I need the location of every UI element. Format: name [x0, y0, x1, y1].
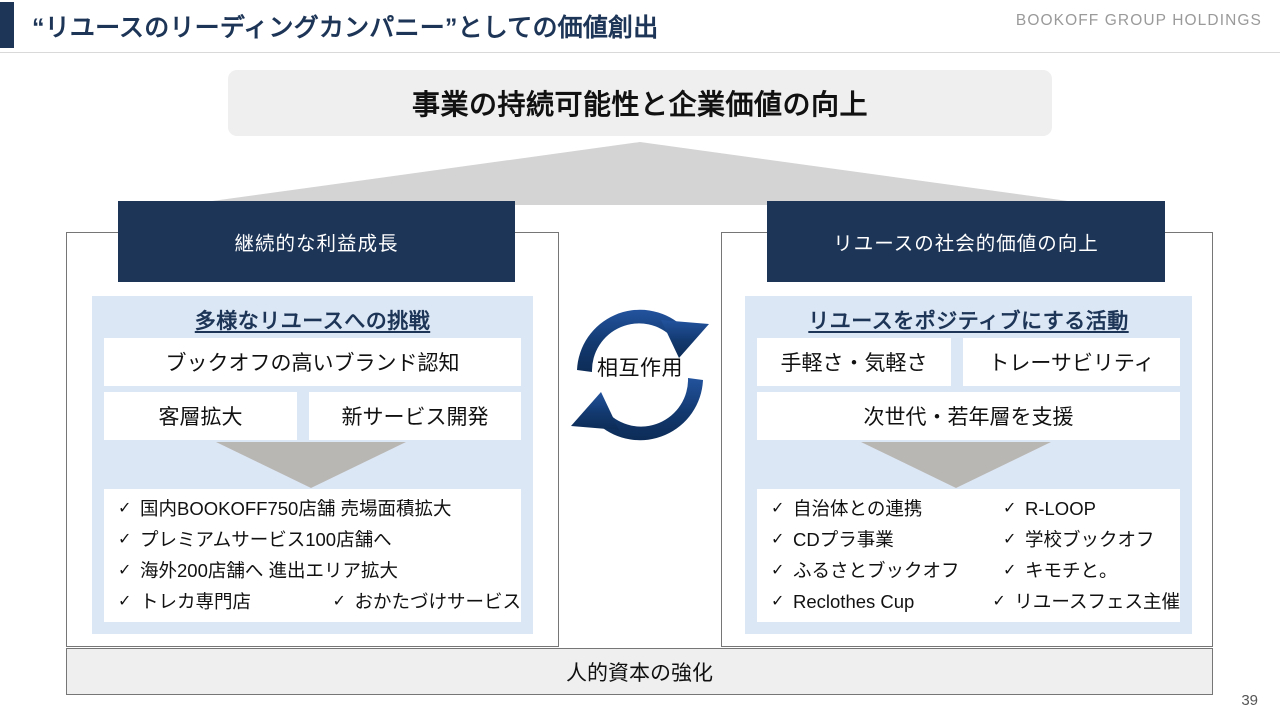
- list-item-col-a: ✓ トレカ専門店: [118, 587, 332, 617]
- check-icon: ✓: [1003, 562, 1017, 580]
- header-divider: [0, 52, 1280, 53]
- right-column-header-label: リユースの社会的価値の向上: [833, 233, 1099, 255]
- right-panel-heading: リユースをポジティブにする活動: [808, 310, 1129, 333]
- top-banner-label: 事業の持続可能性と企業価値の向上: [411, 89, 868, 120]
- check-icon: ✓: [771, 593, 785, 610]
- right-box-next-generation: 次世代・若年層を支援: [757, 392, 1180, 440]
- list-item-col-a: ✓ 自治体との連携: [771, 494, 1003, 524]
- right-bullet-list-box: ✓ 自治体との連携 ✓ R-LOOP ✓ CDプラ事業 ✓ 学校: [757, 489, 1180, 622]
- list-item: ✓ CDプラ事業 ✓ 学校ブックオフ: [771, 525, 1180, 555]
- list-item-label: プレミアムサービス100店舗へ: [140, 529, 392, 551]
- list-item-col-a: ✓ CDプラ事業: [771, 525, 1003, 555]
- page-title: “リユースのリーディングカンパニー”としての価値創出: [32, 14, 659, 42]
- check-icon: ✓: [992, 593, 1006, 610]
- check-icon: ✓: [332, 593, 346, 610]
- left-bullet-list-box: ✓ 国内BOOKOFF750店舗 売場面積拡大 ✓ プレミアムサービス100店舗…: [104, 489, 521, 622]
- left-down-arrow-icon: [216, 442, 406, 488]
- left-bullet-rows: ✓ 国内BOOKOFF750店舗 売場面積拡大 ✓ プレミアムサービス100店舗…: [104, 492, 521, 619]
- list-item-label: ふるさとブックオフ: [793, 560, 960, 581]
- list-item-label: 国内BOOKOFF750店舗 売場面積拡大: [140, 498, 452, 520]
- list-item: ✓ ふるさとブックオフ ✓ キモチと。: [771, 556, 1180, 586]
- right-panel: リユースをポジティブにする活動 手軽さ・気軽さ トレーサビリティ 次世代・若年層…: [745, 296, 1192, 634]
- list-item-col-b: ✓ おかたづけサービス: [332, 587, 521, 617]
- list-item-label: R-LOOP: [1025, 498, 1096, 520]
- list-item-label: 学校ブックオフ: [1025, 529, 1155, 551]
- list-item-col-b: ✓ リユースフェス主催: [992, 587, 1180, 617]
- right-column-header: リユースの社会的価値の向上: [767, 201, 1165, 282]
- right-box-traceability-label: トレーサビリティ: [988, 352, 1155, 375]
- list-item-label: キモチと。: [1025, 560, 1118, 581]
- right-box-traceability: トレーサビリティ: [963, 338, 1180, 386]
- list-item: ✓ 海外200店舗へ 進出エリア拡大: [118, 556, 521, 586]
- list-item: ✓ トレカ専門店 ✓ おかたづけサービス: [118, 587, 521, 617]
- interaction-cycle-icon: [571, 309, 709, 441]
- list-item: ✓ Reclothes Cup ✓ リユースフェス主催: [771, 587, 1180, 617]
- list-item-label: トレカ専門店: [140, 590, 252, 612]
- interaction-label: 相互作用: [597, 357, 683, 380]
- right-box-next-generation-label: 次世代・若年層を支援: [863, 406, 1074, 429]
- roof-triangle-shape: [183, 142, 1097, 205]
- left-box-new-service-label: 新サービス開発: [341, 406, 489, 429]
- brand-logo: BOOKOFF GROUP HOLDINGS: [1015, 12, 1262, 29]
- left-box-customer-expansion-label: 客層拡大: [158, 406, 243, 429]
- left-box-brand-awareness-label: ブックオフの高いブランド認知: [165, 352, 460, 375]
- title-accent-bar: [0, 2, 14, 48]
- bottom-bar: 人的資本の強化: [66, 648, 1213, 695]
- list-item-label: おかたづけサービス: [354, 590, 521, 612]
- list-item-col-a: ✓ Reclothes Cup: [771, 587, 992, 617]
- list-item: ✓ 国内BOOKOFF750店舗 売場面積拡大: [118, 494, 521, 524]
- left-panel-heading: 多様なリユースへの挑戦: [194, 310, 431, 333]
- list-item: ✓ 自治体との連携 ✓ R-LOOP: [771, 494, 1180, 524]
- check-icon: ✓: [118, 500, 132, 518]
- list-item-label: 海外200店舗へ 進出エリア拡大: [140, 560, 399, 581]
- list-item-label: CDプラ事業: [793, 529, 894, 551]
- check-icon: ✓: [118, 562, 132, 580]
- right-down-arrow-icon: [861, 442, 1051, 488]
- check-icon: ✓: [1003, 531, 1017, 549]
- right-box-ease-label: 手軽さ・気軽さ: [780, 352, 928, 375]
- right-bullet-rows: ✓ 自治体との連携 ✓ R-LOOP ✓ CDプラ事業 ✓ 学校: [757, 492, 1180, 619]
- right-box-ease: 手軽さ・気軽さ: [757, 338, 951, 386]
- check-icon: ✓: [771, 531, 785, 549]
- check-icon: ✓: [1003, 500, 1017, 518]
- list-item-label: 自治体との連携: [793, 498, 923, 520]
- list-item-col-a: ✓ ふるさとブックオフ: [771, 556, 1003, 586]
- list-item-label: Reclothes Cup: [793, 590, 915, 612]
- check-icon: ✓: [771, 562, 785, 580]
- bottom-bar-label: 人的資本の強化: [566, 661, 713, 685]
- left-box-customer-expansion: 客層拡大: [104, 392, 297, 440]
- check-icon: ✓: [118, 531, 132, 549]
- left-box-new-service: 新サービス開発: [309, 392, 521, 440]
- list-item-col-b: ✓ キモチと。: [1003, 556, 1118, 586]
- check-icon: ✓: [118, 593, 132, 610]
- list-item-col-b: ✓ 学校ブックオフ: [1003, 525, 1155, 555]
- list-item: ✓ プレミアムサービス100店舗へ: [118, 525, 521, 555]
- left-column-header: 継続的な利益成長: [118, 201, 515, 282]
- list-item-label: リユースフェス主催: [1014, 590, 1180, 612]
- check-icon: ✓: [771, 500, 785, 518]
- list-item-col-b: ✓ R-LOOP: [1003, 494, 1096, 524]
- left-box-brand-awareness: ブックオフの高いブランド認知: [104, 338, 521, 386]
- page-number: 39: [1241, 692, 1258, 709]
- left-column-header-label: 継続的な利益成長: [234, 233, 399, 255]
- top-banner: 事業の持続可能性と企業価値の向上: [228, 70, 1052, 136]
